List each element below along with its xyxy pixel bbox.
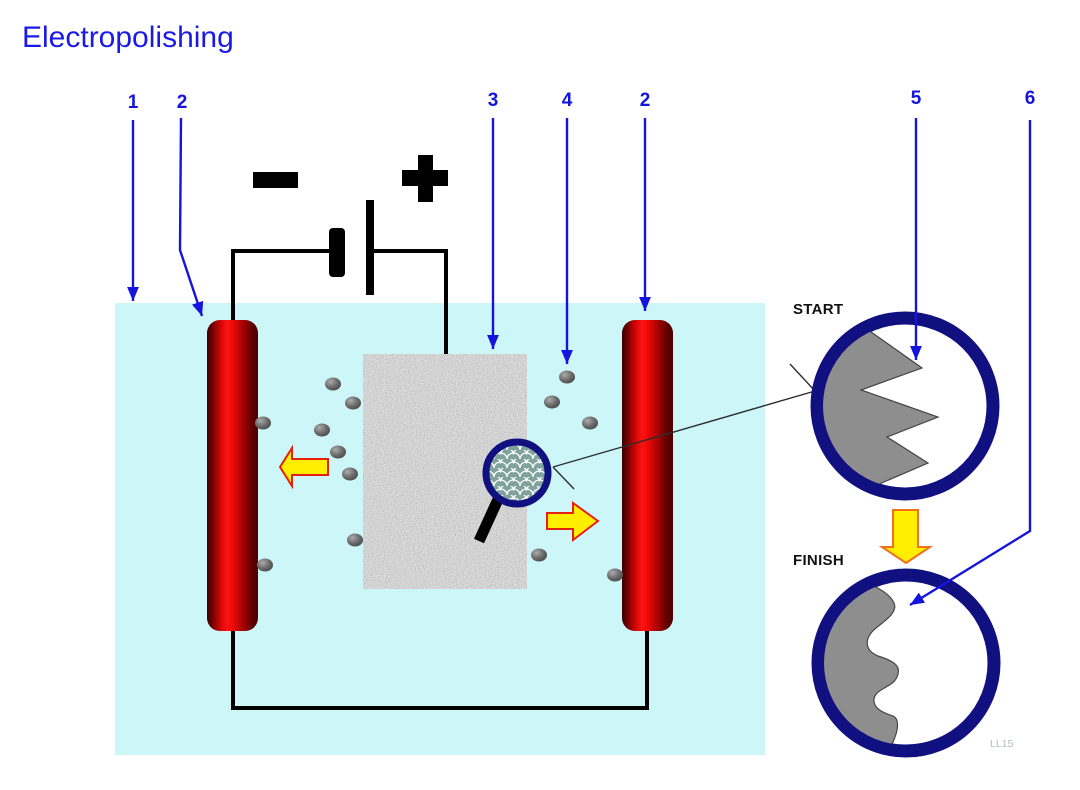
particle bbox=[582, 416, 598, 430]
particle bbox=[314, 423, 330, 437]
start-label: START bbox=[793, 301, 843, 318]
particle bbox=[531, 548, 547, 562]
particle bbox=[559, 370, 575, 384]
particle bbox=[330, 445, 346, 459]
cathode-left bbox=[207, 320, 258, 631]
minus-icon bbox=[253, 172, 298, 188]
finish-detail-view bbox=[811, 568, 1001, 758]
wire-positive bbox=[374, 249, 448, 356]
callout-label-2-left: 2 bbox=[177, 92, 188, 113]
plus-icon bbox=[402, 155, 448, 202]
callout-label-1: 1 bbox=[128, 92, 139, 113]
start-detail-view bbox=[810, 311, 1000, 501]
page-title: Electropolishing bbox=[22, 21, 234, 54]
particle bbox=[325, 377, 341, 391]
particle bbox=[257, 558, 273, 572]
callout-label-2-right: 2 bbox=[640, 90, 651, 111]
battery-negative-plate bbox=[329, 228, 345, 277]
battery-icon bbox=[253, 155, 448, 295]
wire-negative bbox=[231, 249, 329, 322]
detail-connector bbox=[552, 363, 816, 490]
magnifier-handle bbox=[473, 492, 506, 544]
metal-particles bbox=[255, 370, 623, 582]
particle bbox=[255, 416, 271, 430]
particle bbox=[345, 396, 361, 410]
arrow-down-icon bbox=[878, 509, 934, 565]
particle bbox=[544, 395, 560, 409]
callout-label-4: 4 bbox=[562, 90, 573, 111]
particle bbox=[342, 467, 358, 481]
watermark: LL15 bbox=[990, 738, 1014, 750]
connector-barb-left bbox=[552, 466, 575, 490]
wire-bottom bbox=[231, 629, 649, 710]
callout-label-6: 6 bbox=[1025, 88, 1036, 109]
arrow-right-icon bbox=[546, 501, 600, 543]
callout-label-3: 3 bbox=[488, 90, 499, 111]
particle bbox=[607, 568, 623, 582]
magnifier-lens bbox=[482, 438, 552, 508]
callout-arrow-6 bbox=[909, 120, 1032, 607]
callout-label-5: 5 bbox=[911, 88, 922, 109]
cathode-right bbox=[622, 320, 673, 631]
particle bbox=[347, 533, 363, 547]
battery-positive-plate bbox=[366, 200, 374, 295]
magnifier-icon bbox=[473, 438, 552, 544]
callout-arrows bbox=[127, 117, 1032, 607]
connector-line bbox=[552, 390, 816, 468]
finish-label: FINISH bbox=[793, 552, 844, 569]
callout-arrow-2-left bbox=[178, 117, 204, 317]
arrow-left-icon bbox=[278, 444, 329, 490]
connector-barb-right bbox=[789, 363, 816, 392]
